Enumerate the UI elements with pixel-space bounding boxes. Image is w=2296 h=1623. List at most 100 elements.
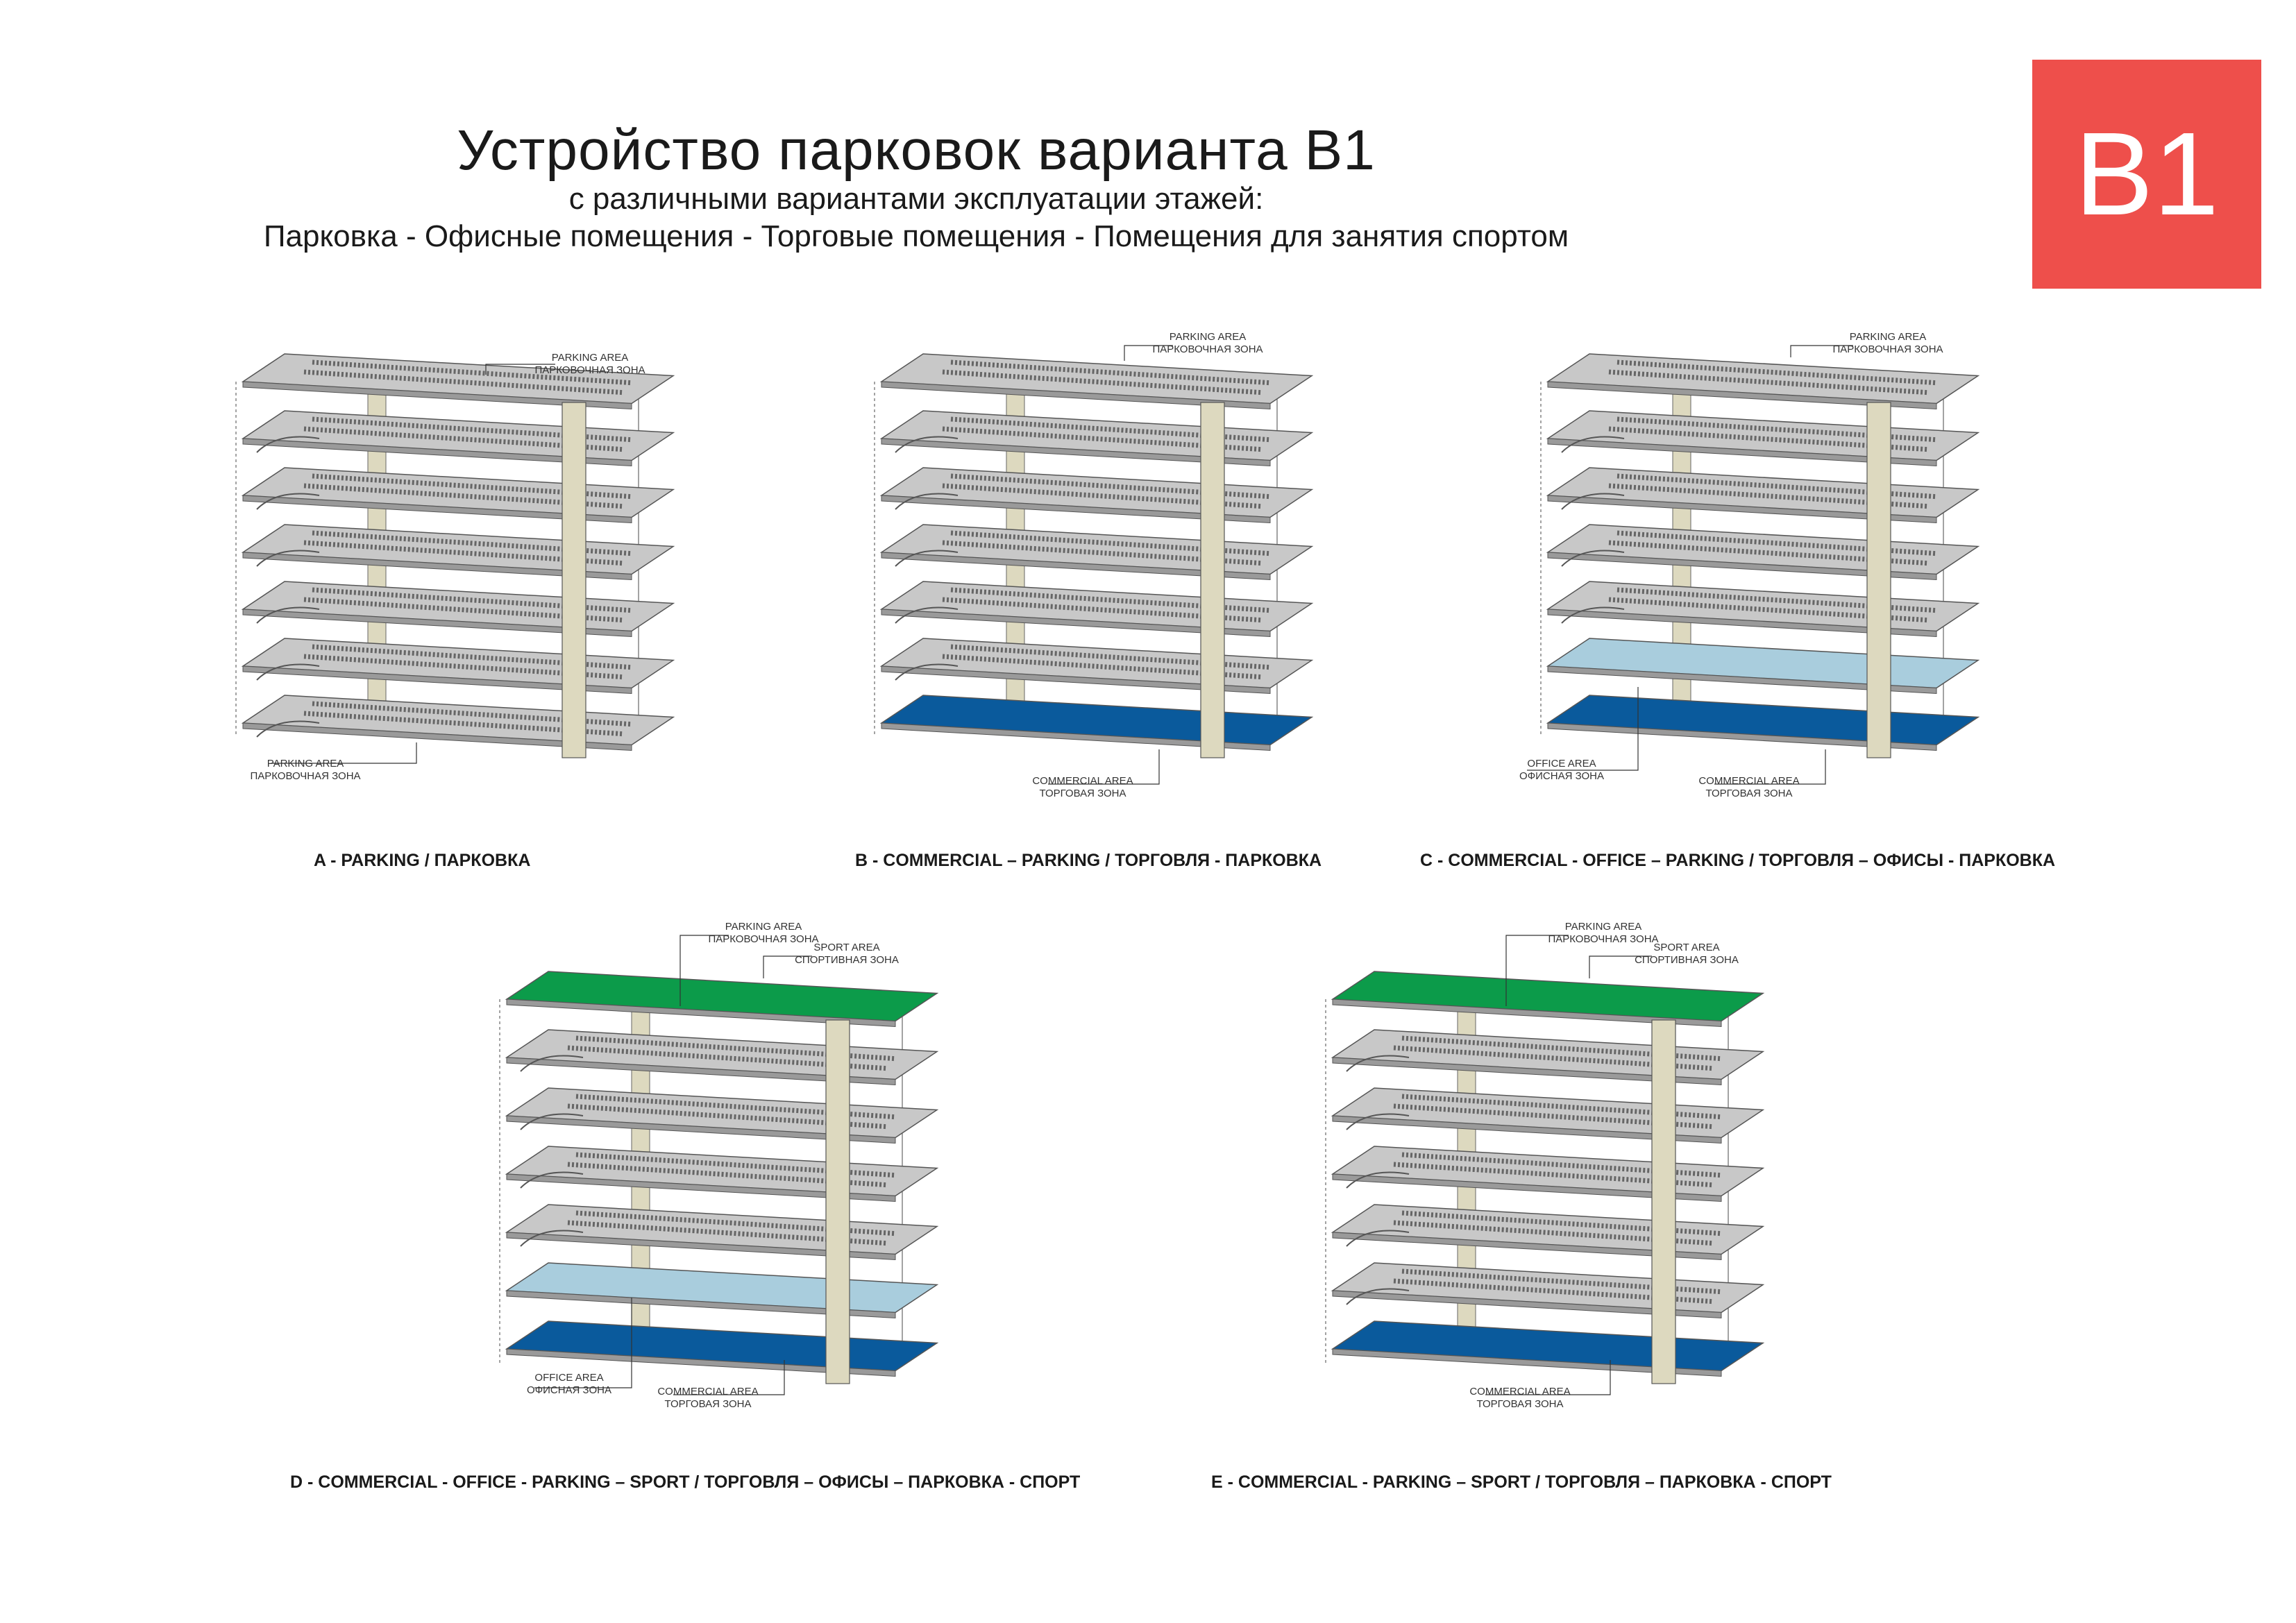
- A-slab-3: [241, 524, 675, 581]
- E-slab-3-ramp: [1346, 1171, 1410, 1189]
- A-slab-6-edge: [242, 722, 632, 751]
- D-slab-4-edge: [506, 1232, 896, 1261]
- C-slab-6-edge: [1547, 722, 1937, 751]
- caption-a: A - PARKING / ПАРКОВКА: [314, 851, 531, 870]
- D-label-parking-0-en: PARKING AREA: [725, 921, 802, 933]
- C-label-commercial-2-ru: ТОРГОВАЯ ЗОНА: [1705, 788, 1792, 799]
- C-slab-1-ramp: [1561, 436, 1625, 453]
- B-slab-2-ramp: [895, 493, 959, 510]
- C-slab-3: [1546, 524, 1980, 581]
- E-slab-4-ramp: [1346, 1230, 1410, 1247]
- B-slab-1-ramp: [895, 436, 959, 453]
- B-slab-1-edge: [881, 438, 1271, 467]
- D-slab-6: [505, 1320, 939, 1377]
- A-core-front: [562, 402, 586, 758]
- B-slab-3-ramp: [895, 550, 959, 567]
- B-label-commercial-1-en: COMMERCIAL AREA: [1032, 775, 1133, 787]
- page-subtitle-line1: с различными вариантами эксплуатации эта…: [568, 182, 1264, 216]
- E-slab-1-ramp: [1346, 1055, 1410, 1072]
- A-slab-1: [241, 410, 675, 467]
- C-slab-2-edge: [1547, 495, 1937, 524]
- C-label-office-1-ru: ОФИСНАЯ ЗОНА: [1519, 770, 1604, 782]
- C-slab-3-ramp: [1561, 550, 1625, 567]
- A-slab-5-edge: [242, 665, 632, 695]
- A-slab-0: [241, 353, 675, 410]
- B-slab-6-edge: [881, 722, 1271, 751]
- D-label-commercial-3-ru: ТОРГОВАЯ ЗОНА: [664, 1398, 751, 1410]
- D-slab-1-ramp: [520, 1055, 584, 1072]
- E-label-parking-0-leader: [1505, 935, 1569, 1006]
- E-label-commercial-2-leader: [1485, 1360, 1611, 1395]
- C-slab-0-stalls-0: [1617, 359, 1937, 386]
- D-label-parking-0-leader: [679, 935, 729, 1006]
- A-slab-6-ramp: [256, 720, 320, 738]
- B-label-parking-0-ru: ПАРКОВОЧНАЯ ЗОНА: [1152, 343, 1263, 355]
- A-slab-3-edge: [242, 552, 632, 581]
- B-slab-0-stalls-0: [950, 359, 1271, 386]
- C-label-office-1-leader: [1527, 687, 1639, 771]
- A-slab-6: [241, 695, 675, 751]
- B-slab-1: [879, 410, 1314, 467]
- B-slab-0-edge: [881, 381, 1271, 410]
- B-label-parking-0-en: PARKING AREA: [1170, 331, 1247, 343]
- C-slab-6: [1546, 695, 1980, 751]
- C-slab-0: [1546, 353, 1980, 410]
- A-slab-2-ramp: [256, 493, 320, 510]
- A-slab-4: [241, 581, 675, 638]
- B-label-commercial-1-ru: ТОРГОВАЯ ЗОНА: [1039, 788, 1126, 799]
- B-slab-5: [879, 638, 1314, 695]
- A-slab-3-ramp: [256, 550, 320, 567]
- C-core-front: [1866, 402, 1891, 758]
- E-slab-2: [1331, 1087, 1765, 1144]
- D-label-commercial-3-leader: [673, 1360, 785, 1395]
- D-label-office-2-leader: [534, 1298, 632, 1388]
- B-slab-4: [879, 581, 1314, 638]
- B-slab-3-edge: [881, 552, 1271, 581]
- A-label-parking-0-en: PARKING AREA: [552, 352, 629, 364]
- D-label-sport-1-leader: [763, 955, 812, 978]
- C-slab-2: [1546, 467, 1980, 524]
- caption-d: D - COMMERCIAL - OFFICE - PARKING – SPOR…: [290, 1472, 1081, 1492]
- A-label-parking-1-leader: [271, 742, 417, 764]
- D-label-sport-1-en: SPORT AREA: [813, 942, 879, 953]
- D-slab-0: [505, 971, 939, 1028]
- C-slab-4-edge: [1547, 609, 1937, 638]
- E-slab-1-edge: [1332, 1057, 1722, 1086]
- C-slab-5: [1546, 638, 1980, 695]
- C-slab-0-stalls-1: [1608, 369, 1929, 396]
- A-label-parking-1-en: PARKING AREA: [267, 758, 344, 770]
- D-label-office-2-ru: ОФИСНАЯ ЗОНА: [527, 1384, 611, 1396]
- C-label-parking-0-en: PARKING AREA: [1850, 331, 1927, 343]
- B-slab-3: [879, 524, 1314, 581]
- A-label-parking-1-ru: ПАРКОВОЧНАЯ ЗОНА: [250, 770, 360, 782]
- A-slab-5-ramp: [256, 663, 320, 681]
- D-slab-3: [505, 1146, 939, 1203]
- D-slab-1-edge: [506, 1057, 896, 1086]
- D-slab-5: [505, 1262, 939, 1319]
- B-slab-2: [879, 467, 1314, 524]
- C-slab-1-edge: [1547, 438, 1937, 467]
- D-slab-2-ramp: [520, 1113, 584, 1130]
- A-slab-4-edge: [242, 609, 632, 638]
- B-label-commercial-1-leader: [1048, 749, 1160, 785]
- D-slab-4-ramp: [520, 1230, 584, 1247]
- B-slab-4-ramp: [895, 606, 959, 624]
- C-label-commercial-2-en: COMMERCIAL AREA: [1698, 775, 1799, 787]
- E-label-sport-1-ru: СПОРТИВНАЯ ЗОНА: [1635, 954, 1739, 966]
